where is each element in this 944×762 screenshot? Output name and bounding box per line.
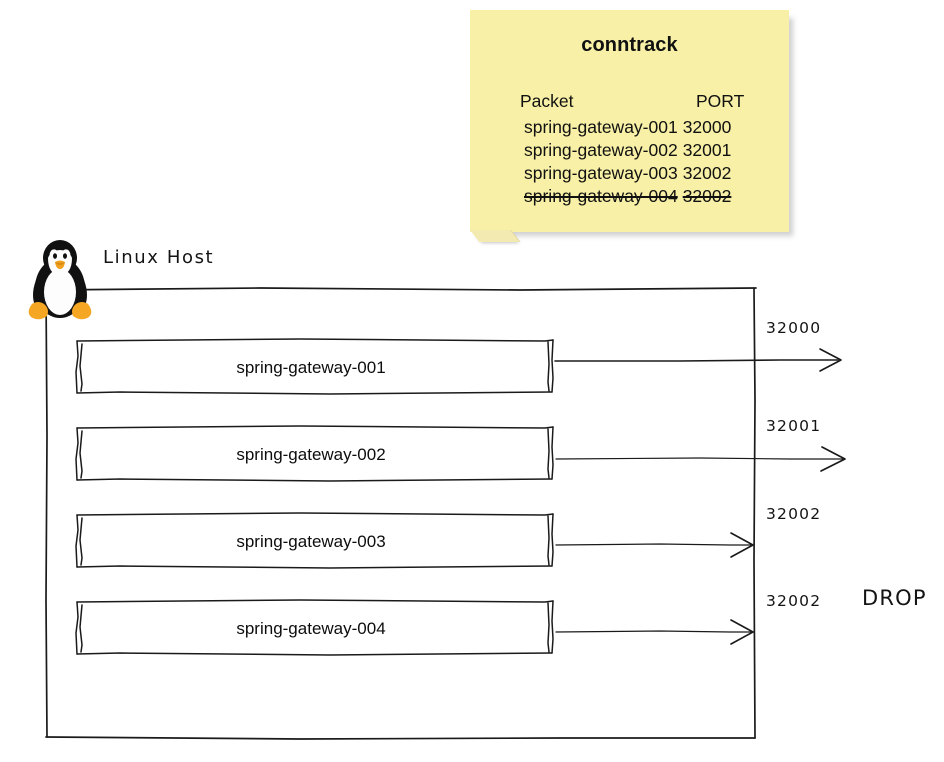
row-packet: spring-gateway-001 xyxy=(524,117,678,137)
gateway-box-label-3: spring-gateway-003 xyxy=(236,532,386,551)
gateway-box-label-2: spring-gateway-002 xyxy=(236,445,386,464)
row-packet: spring-gateway-004 xyxy=(524,186,678,206)
conntrack-sticky-note: conntrack Packet PORT spring-gateway-001… xyxy=(470,10,789,242)
port-label-2: 32001 xyxy=(766,417,822,435)
gateway-box-label-4: spring-gateway-004 xyxy=(236,619,386,638)
column-header-packet: Packet xyxy=(520,91,574,111)
flow-arrow-3 xyxy=(555,532,754,558)
tux-penguin-icon xyxy=(28,240,92,320)
row-port: 32001 xyxy=(682,140,732,160)
gateway-box-3 xyxy=(75,512,554,569)
note-folded-corner xyxy=(470,230,521,242)
gateway-box-label-1: spring-gateway-001 xyxy=(236,358,386,377)
port-label-1: 32000 xyxy=(766,319,822,337)
note-title: conntrack xyxy=(581,34,678,56)
table-header-row: Packet PORT xyxy=(520,90,744,116)
row-port: 32002 xyxy=(682,163,732,183)
column-header-port: PORT xyxy=(696,91,745,111)
linux-host-box xyxy=(45,287,757,740)
port-label-4: 32002 xyxy=(766,592,822,610)
row-packet: spring-gateway-003 xyxy=(524,163,678,183)
linux-host-label: Linux Host xyxy=(103,247,215,268)
gateway-box-4 xyxy=(75,599,554,656)
flow-arrow-4 xyxy=(555,619,754,645)
row-port: 32000 xyxy=(682,117,732,137)
flow-arrow-2 xyxy=(555,446,846,472)
gateway-box-2 xyxy=(75,425,554,482)
row-packet: spring-gateway-002 xyxy=(524,140,678,160)
flow-arrow-1 xyxy=(554,348,842,372)
port-label-3: 32002 xyxy=(766,505,822,523)
row-port: 32002 xyxy=(682,186,732,206)
drop-label: DROP xyxy=(862,586,927,610)
gateway-box-1 xyxy=(75,338,554,395)
